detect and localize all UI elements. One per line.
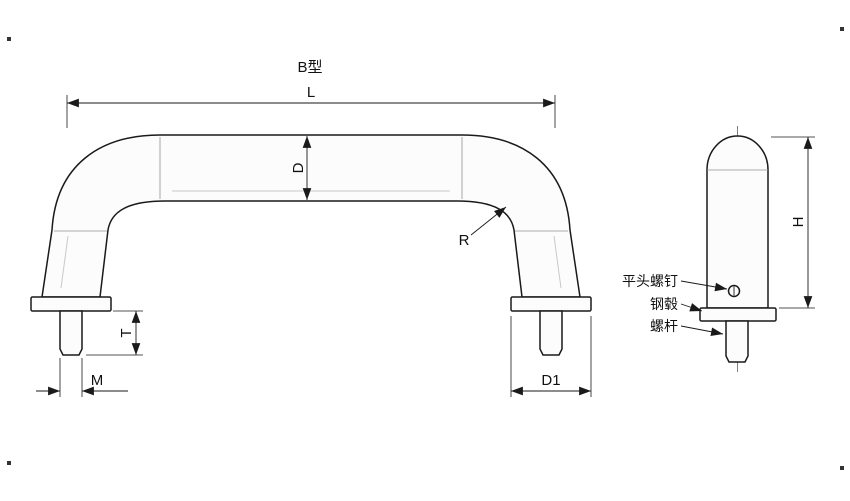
dim-D: D bbox=[290, 136, 312, 200]
drawing-title: B型 bbox=[297, 59, 322, 76]
side-view: H 平头螺钉 钢毂 螺杆 bbox=[622, 126, 815, 372]
dim-M-label: M bbox=[91, 372, 104, 389]
dim-T: T bbox=[86, 310, 143, 356]
label-screw-rod: 螺杆 bbox=[650, 318, 678, 334]
label-steel-hub: 钢毂 bbox=[650, 296, 678, 312]
dim-H: H bbox=[771, 136, 815, 309]
corner-artifact bbox=[7, 461, 11, 465]
dim-D1: D1 bbox=[510, 316, 592, 397]
side-stud bbox=[725, 320, 749, 363]
handle-outline bbox=[41, 134, 581, 298]
leader-screw-rod bbox=[680, 325, 724, 337]
leader-flat-head-screw bbox=[680, 280, 728, 292]
right-stud bbox=[539, 310, 563, 356]
dim-M: M bbox=[36, 358, 128, 397]
dim-D1-label: D1 bbox=[541, 372, 560, 389]
right-hub bbox=[510, 296, 592, 312]
front-view: L D R T M bbox=[30, 84, 592, 397]
part-labels: 平头螺钉 钢毂 螺杆 bbox=[622, 273, 728, 337]
dim-L: L bbox=[66, 84, 556, 128]
corner-artifact bbox=[7, 37, 11, 41]
side-body bbox=[706, 135, 769, 309]
dim-T-label: T bbox=[118, 328, 135, 337]
highlight-line bbox=[553, 235, 562, 289]
corner-artifact bbox=[840, 466, 844, 470]
leader-steel-hub bbox=[680, 303, 703, 312]
corner-artifact bbox=[840, 27, 844, 31]
dim-L-label: L bbox=[307, 84, 315, 101]
left-hub bbox=[30, 296, 112, 312]
dim-R: R bbox=[459, 206, 507, 249]
label-flat-head-screw: 平头螺钉 bbox=[622, 273, 678, 289]
dim-H-label: H bbox=[790, 217, 807, 228]
side-hub bbox=[699, 307, 777, 322]
dim-D-label: D bbox=[290, 162, 307, 173]
dim-R-label: R bbox=[459, 232, 470, 249]
left-stud bbox=[59, 310, 83, 356]
highlight-line bbox=[60, 235, 69, 289]
